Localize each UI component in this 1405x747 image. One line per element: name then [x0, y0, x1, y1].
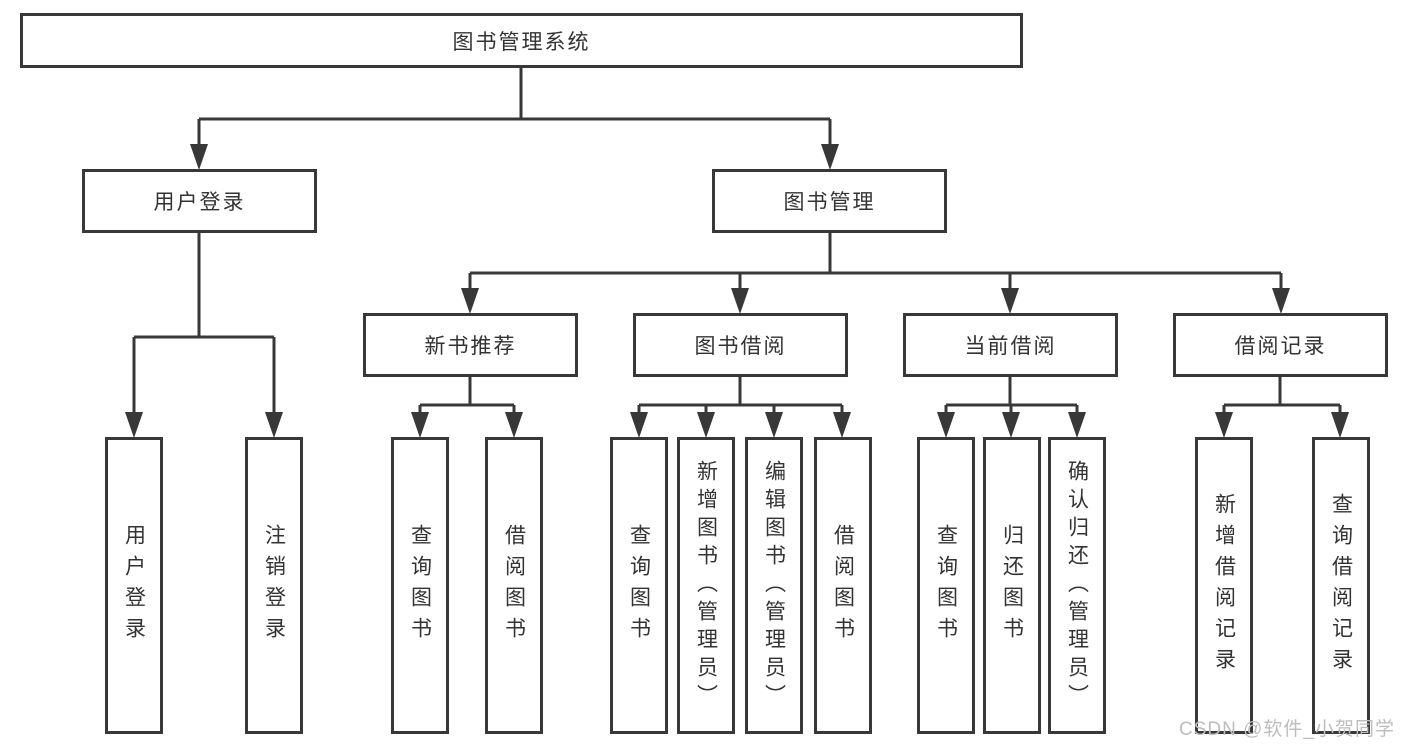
node-current-borrowing: 当前借阅 — [903, 313, 1118, 377]
arrow-down-icon — [505, 412, 523, 438]
leaf-logout: 注销登录 — [245, 437, 303, 734]
arrow-down-icon — [265, 412, 283, 438]
csdn-watermark: CSDN @软件_小贺同学 — [1179, 719, 1395, 740]
arrow-down-icon — [1215, 412, 1233, 438]
arrow-down-icon — [821, 144, 839, 170]
arrow-down-icon — [1331, 412, 1349, 438]
connector-user-login — [132, 233, 276, 414]
leaf-borrow-books-recommend: 借阅图书 — [485, 437, 543, 734]
connector-book-management — [468, 233, 1283, 290]
arrow-down-icon — [461, 288, 479, 314]
leaf-query-books-current: 查询图书 — [917, 437, 975, 734]
arrowheads — [125, 144, 1349, 438]
leaf-return-books: 归还图书 — [983, 437, 1041, 734]
arrow-down-icon — [1002, 412, 1020, 438]
arrow-down-icon — [411, 412, 429, 438]
arrow-down-icon — [630, 412, 648, 438]
node-book-management: 图书管理 — [712, 169, 947, 233]
arrow-down-icon — [833, 412, 851, 438]
arrow-down-icon — [1272, 288, 1290, 314]
connector-root — [197, 68, 832, 146]
connector-new-book-recommend — [418, 377, 516, 414]
node-user-login: 用户登录 — [82, 169, 317, 233]
arrow-down-icon — [697, 412, 715, 438]
connector-current-borrowing — [944, 377, 1079, 414]
connector-book-borrowing — [637, 377, 844, 414]
node-library-system: 图书管理系统 — [20, 13, 1023, 68]
node-new-book-recommend: 新书推荐 — [363, 313, 578, 377]
arrow-down-icon — [731, 288, 749, 314]
leaf-confirm-return-admin: 确认归还（管理员） — [1048, 437, 1106, 734]
leaf-query-borrow-record: 查询借阅记录 — [1312, 437, 1370, 734]
leaf-add-borrow-record: 新增借阅记录 — [1195, 437, 1253, 734]
arrow-down-icon — [1001, 288, 1019, 314]
arrow-down-icon — [190, 144, 208, 170]
leaf-add-books-admin: 新增图书（管理员） — [677, 437, 735, 734]
leaf-query-books-borrowing: 查询图书 — [610, 437, 668, 734]
arrow-down-icon — [125, 412, 143, 438]
arrow-down-icon — [937, 412, 955, 438]
leaf-user-login: 用户登录 — [105, 437, 163, 734]
leaf-query-books-recommend: 查询图书 — [391, 437, 449, 734]
node-borrow-records: 借阅记录 — [1173, 313, 1388, 377]
arrow-down-icon — [1068, 412, 1086, 438]
leaf-edit-books-admin: 编辑图书（管理员） — [745, 437, 803, 734]
connector-borrow-records — [1222, 377, 1342, 414]
leaf-borrow-books-borrowing: 借阅图书 — [814, 437, 872, 734]
arrow-down-icon — [765, 412, 783, 438]
node-book-borrowing: 图书借阅 — [633, 313, 848, 377]
